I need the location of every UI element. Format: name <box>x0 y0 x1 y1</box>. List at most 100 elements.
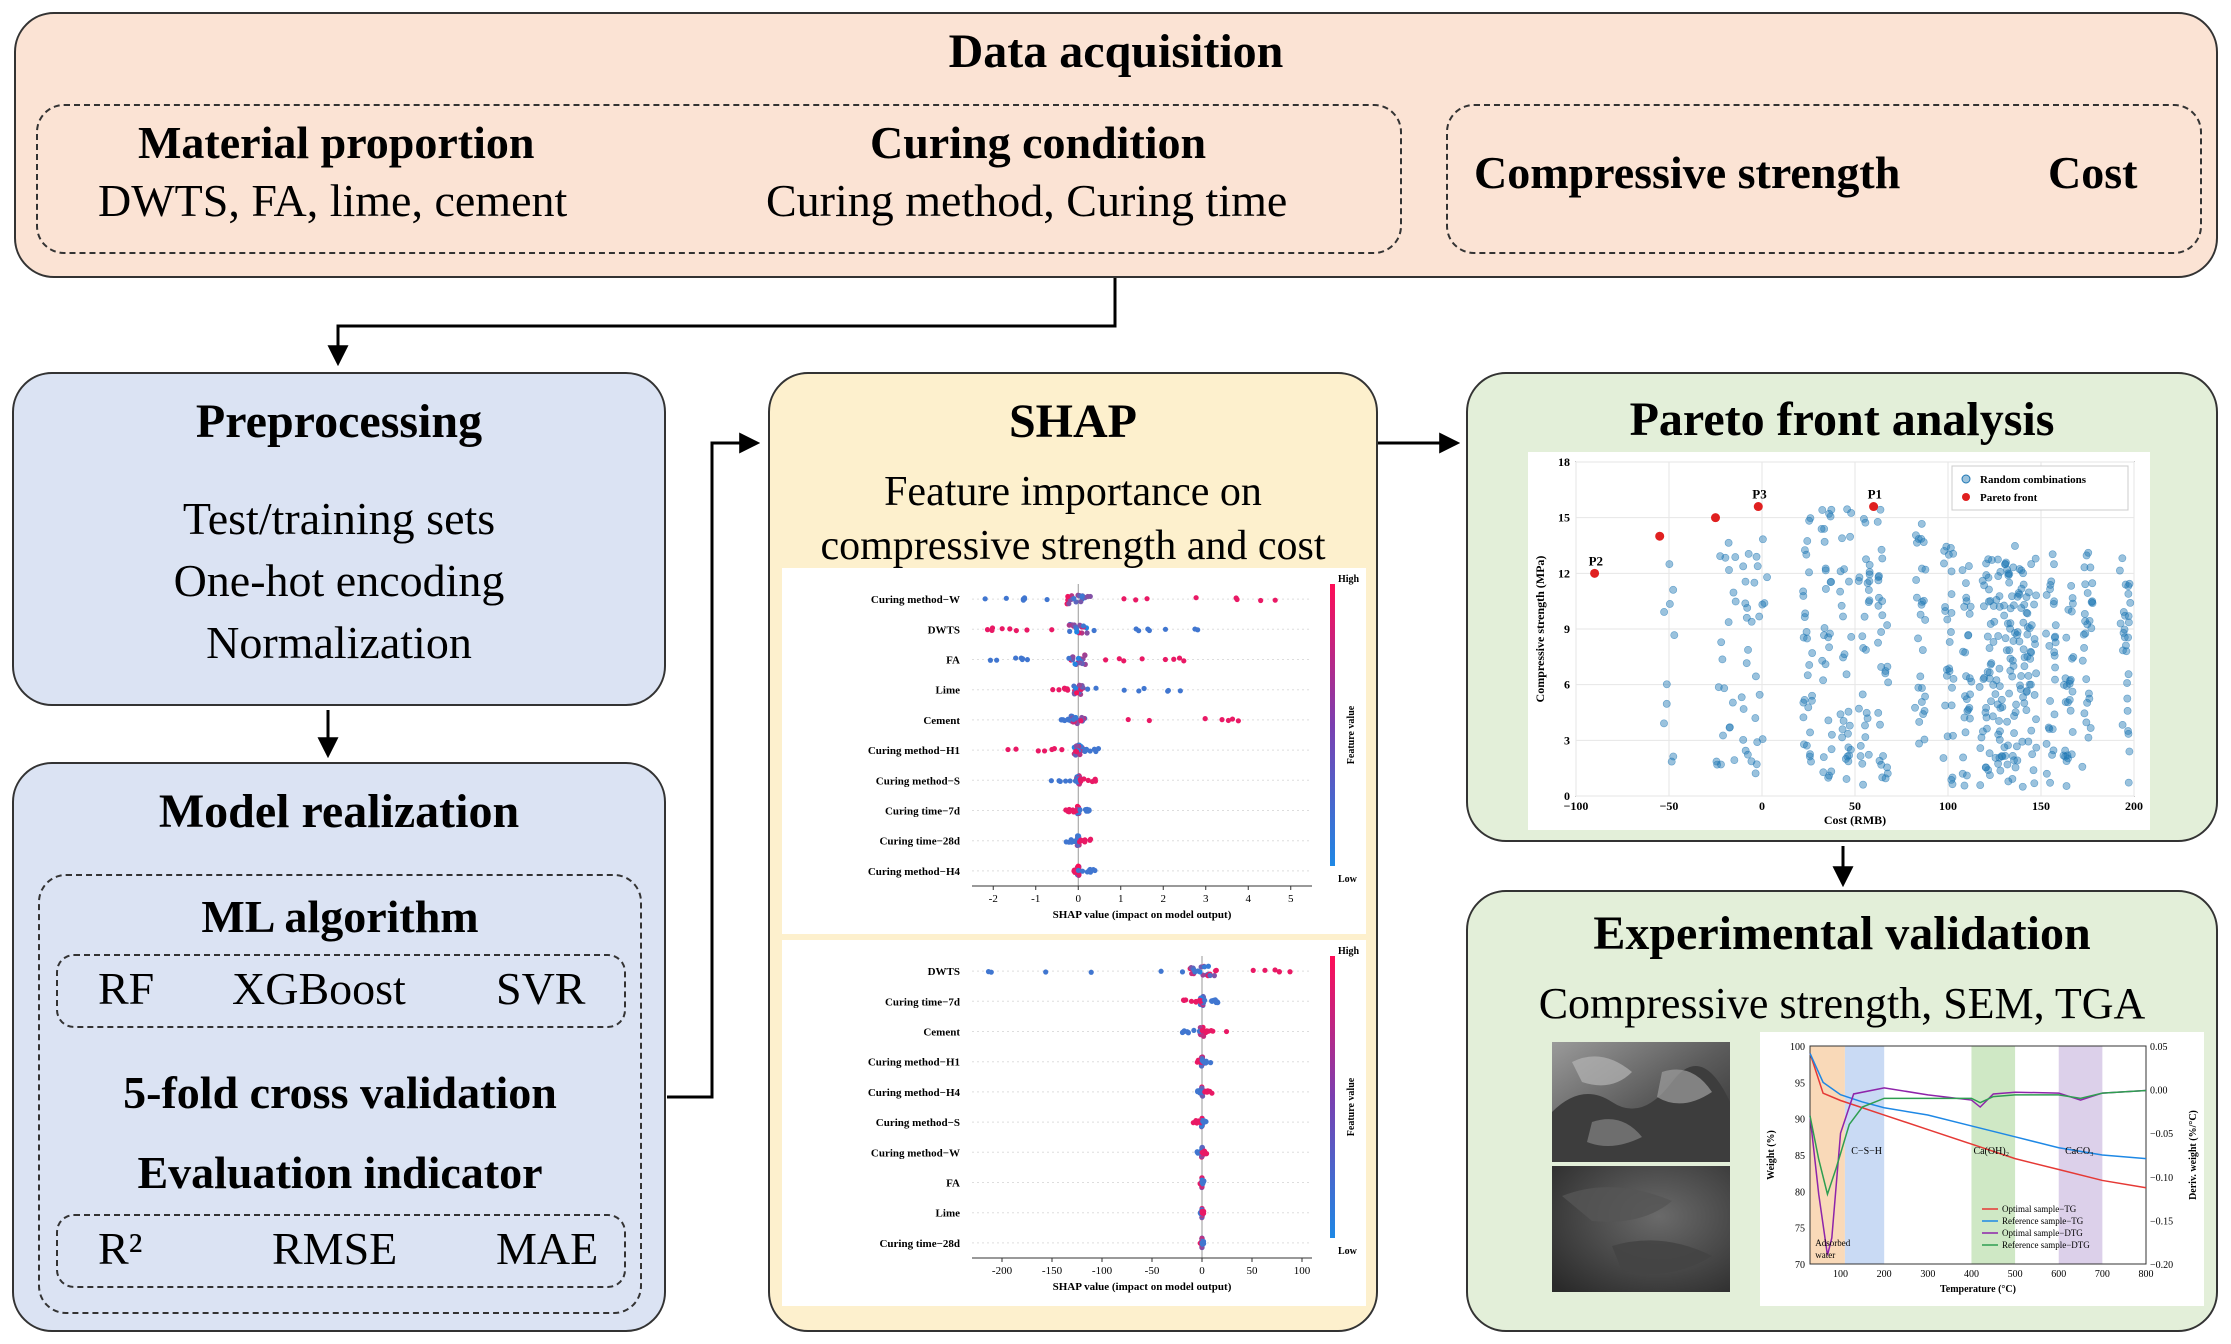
shap-point <box>1166 688 1171 693</box>
shap-point <box>1133 597 1138 602</box>
random-point <box>1745 550 1752 557</box>
x-tick-label: 700 <box>2095 1269 2110 1280</box>
random-point <box>1918 520 1925 527</box>
x-tick-label: 150 <box>2032 799 2050 813</box>
random-point <box>1761 600 1768 607</box>
random-point <box>2124 707 2131 714</box>
shap-point <box>1140 656 1145 661</box>
legend-label-random: Random combinations <box>1980 474 2087 486</box>
random-point <box>2000 602 2007 609</box>
random-point <box>2043 591 2050 598</box>
pareto-label: P1 <box>1868 487 1882 502</box>
random-point <box>1828 506 1835 513</box>
random-point <box>1874 518 1881 525</box>
shap-point <box>1059 747 1064 752</box>
x-tick-label: 4 <box>1246 893 1252 905</box>
random-point <box>1913 576 1920 583</box>
random-point <box>1848 633 1855 640</box>
x-tick-label: 0 <box>1076 893 1082 905</box>
pareto-chart: −100−500501001502000369121518Cost (RMB)C… <box>1528 452 2150 830</box>
shap-point <box>1136 688 1141 693</box>
shap-point <box>1085 869 1090 874</box>
inputs-group: Material proportion DWTS, FA, lime, ceme… <box>36 104 1402 254</box>
shap-point <box>1058 779 1063 784</box>
random-point <box>1753 761 1760 768</box>
colorbar-high-label: High <box>1338 946 1360 957</box>
shap-point <box>1056 687 1061 692</box>
shap-point <box>1214 1000 1219 1005</box>
random-point <box>1864 715 1871 722</box>
random-point <box>1859 781 1866 788</box>
colorbar <box>1330 584 1335 866</box>
random-point <box>1825 634 1832 641</box>
shap-point <box>988 658 993 663</box>
random-point <box>1977 745 1984 752</box>
x-tick-label: 100 <box>1294 1265 1311 1277</box>
random-point <box>1725 566 1732 573</box>
x-tick-label: -100 <box>1092 1265 1113 1277</box>
random-point <box>1942 702 1949 709</box>
pareto-point <box>1590 569 1599 578</box>
random-point <box>1946 665 1953 672</box>
random-point <box>1996 665 2003 672</box>
compressive-strength-label: Compressive strength <box>1474 146 1900 199</box>
shap-point <box>1081 623 1086 628</box>
random-point <box>1859 691 1866 698</box>
shap-point <box>1180 1030 1185 1035</box>
random-point <box>1859 760 1866 767</box>
random-point <box>2001 744 2008 751</box>
feature-label: Curing time−7d <box>885 806 960 818</box>
random-point <box>1729 699 1736 706</box>
random-point <box>1839 654 1846 661</box>
random-point <box>1882 775 1889 782</box>
random-point <box>1752 673 1759 680</box>
random-point <box>1743 660 1750 667</box>
random-point <box>1947 544 1954 551</box>
random-point <box>2048 578 2055 585</box>
shap-point <box>1207 1089 1212 1094</box>
random-point <box>1801 613 1808 620</box>
random-point <box>2032 670 2039 677</box>
random-point <box>1864 579 1871 586</box>
random-point <box>1959 567 1966 574</box>
shap-point <box>1078 779 1083 784</box>
random-point <box>1946 638 1953 645</box>
random-point <box>1661 608 1668 615</box>
random-point <box>1730 589 1737 596</box>
random-point <box>2050 561 2057 568</box>
colorbar-low-label: Low <box>1338 1246 1358 1257</box>
shap-point <box>1121 658 1126 663</box>
shap-point <box>1192 626 1197 631</box>
random-point <box>1878 761 1885 768</box>
random-point <box>2027 681 2034 688</box>
shap-point <box>1065 594 1070 599</box>
random-point <box>1921 693 1928 700</box>
random-point <box>1950 675 1957 682</box>
random-point <box>1942 607 1949 614</box>
y-axis-label: Weight (%) <box>1766 1130 1777 1180</box>
feature-label: Curing method−S <box>876 1117 960 1129</box>
random-point <box>2023 706 2030 713</box>
shap-point <box>1219 717 1224 722</box>
random-point <box>2089 580 2096 587</box>
metrics-group: R² RMSE MAE <box>56 1214 626 1288</box>
model-realization-panel: Model realization ML algorithm RF XGBoos… <box>12 762 666 1332</box>
random-point <box>1807 758 1814 765</box>
random-point <box>2014 628 2021 635</box>
random-point <box>1996 683 2003 690</box>
random-point <box>1965 706 1972 713</box>
y2-tick-label: 0.00 <box>2150 1086 2168 1097</box>
random-point <box>2070 653 2077 660</box>
algorithms-group: RF XGBoost SVR <box>56 954 626 1028</box>
random-point <box>2023 594 2030 601</box>
random-point <box>1819 506 1826 513</box>
random-point <box>1821 525 1828 532</box>
random-point <box>2010 602 2017 609</box>
feature-label: Lime <box>936 685 961 697</box>
random-point <box>2082 581 2089 588</box>
random-point <box>2084 699 2091 706</box>
random-point <box>1911 704 1918 711</box>
random-point <box>2048 751 2055 758</box>
random-point <box>2085 549 2092 556</box>
x-tick-label: 200 <box>2125 799 2143 813</box>
